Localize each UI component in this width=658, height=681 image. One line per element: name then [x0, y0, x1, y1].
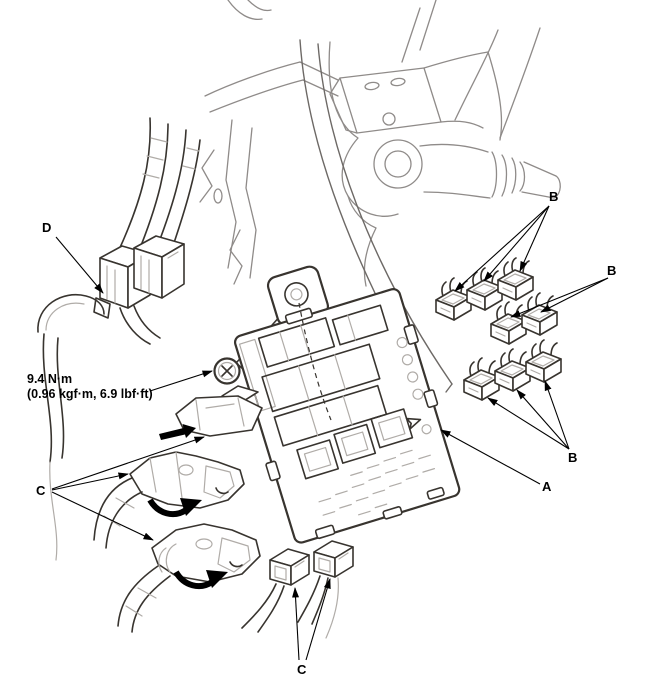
bolt-phillips-cross-icon [221, 365, 233, 377]
callout-label-a: A [542, 479, 552, 494]
relay-sockets [261, 343, 388, 447]
leader-b-lower-3 [544, 380, 570, 450]
push-arrow-icon [159, 424, 196, 440]
leader-d [55, 236, 104, 294]
callout-label-d: D [42, 220, 51, 235]
callout-label-b-upper: B [549, 189, 558, 204]
leader-b-lower-2 [516, 389, 570, 450]
harness-d [37, 117, 201, 561]
bolt-alignment-dashed-line [298, 302, 332, 421]
harness-clip-post [199, 119, 257, 285]
leader-c-bottom-1 [292, 587, 300, 661]
relays-b [435, 257, 562, 401]
relay [497, 257, 534, 301]
leader-c-left-1 [51, 436, 205, 490]
lower-sockets [296, 408, 414, 480]
leader-c-left-3 [51, 491, 154, 541]
torque-note: 9.4 N·m (0.96 kgf·m, 6.9 lbf·ft) [27, 372, 153, 401]
leader-c-left-2 [51, 472, 129, 491]
side-terminal-holes [396, 336, 432, 435]
leader-b-upper-3 [519, 205, 550, 272]
relay [463, 357, 500, 401]
relay [466, 267, 503, 311]
relay [490, 301, 527, 345]
leader-b-upper-1 [454, 205, 550, 292]
upper-connector-sockets [257, 304, 389, 368]
rotate-arrow-bottom [173, 570, 228, 590]
dash-frame-background [199, 0, 561, 399]
lever-connector-top [175, 385, 263, 437]
rotate-arrow-middle [147, 498, 202, 518]
wire-connector-left [241, 548, 310, 633]
lever-connector-middle [93, 451, 245, 549]
mount-bracket [339, 67, 442, 134]
leader-torque [149, 370, 213, 392]
connector-d-right [133, 235, 185, 299]
relay [494, 348, 531, 392]
leader-b-middle-1 [510, 277, 609, 318]
relay [521, 292, 558, 336]
leader-c-bottom-2 [305, 578, 331, 661]
callout-label-c-left: C [36, 483, 46, 498]
harness-grommet-loop [37, 294, 105, 561]
steering-column [328, 41, 561, 287]
leader-lines [51, 205, 609, 661]
leader-a [440, 429, 541, 485]
fuse-slot-rows [318, 449, 436, 516]
fuse-relay-box [233, 265, 461, 544]
leader-b-middle-2 [540, 277, 609, 313]
relay [435, 277, 472, 321]
relay [525, 339, 562, 383]
leader-b-lower-1 [487, 397, 570, 450]
torque-value: 9.4 N·m [27, 372, 72, 386]
leader-b-upper-2 [483, 205, 550, 282]
lever-connector-bottom [117, 523, 261, 633]
callout-label-b-middle: B [607, 263, 616, 278]
callout-label-b-lower: B [568, 450, 577, 465]
molded-arrow-icon [405, 417, 422, 430]
torque-conversion: (0.96 kgf·m, 6.9 lbf·ft) [27, 387, 153, 401]
callout-label-c-bottom: C [297, 662, 307, 677]
